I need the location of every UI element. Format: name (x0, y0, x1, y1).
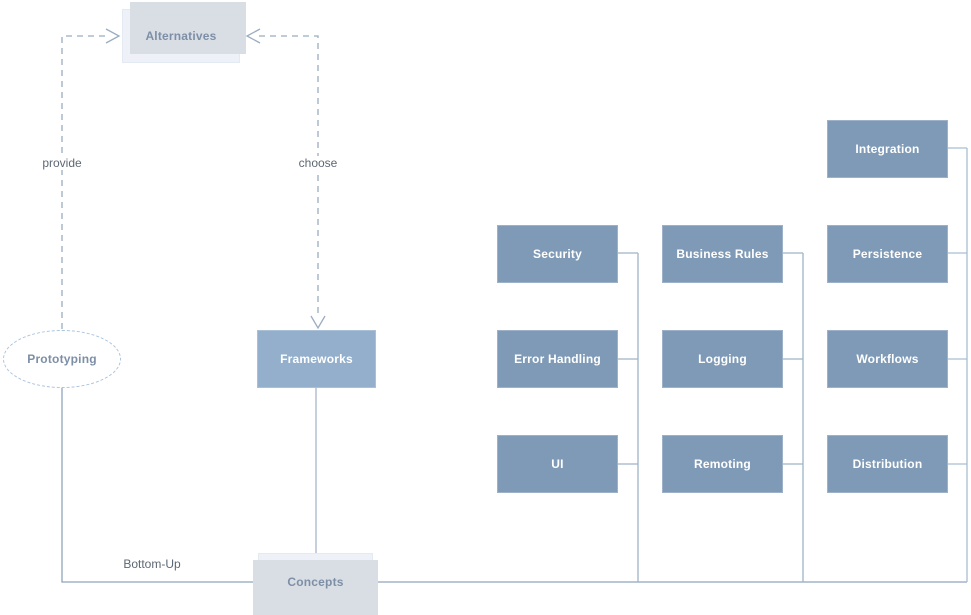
node-prototyping[interactable]: Prototyping (3, 330, 121, 388)
edge-col-security (618, 252, 639, 582)
node-error-handling[interactable]: Error Handling (497, 330, 618, 388)
edge-provide (61, 28, 121, 329)
edge-label-bottom-up: Bottom-Up (123, 557, 181, 571)
edge-col-business-rules (783, 252, 804, 582)
node-label: Prototyping (27, 352, 97, 366)
node-label: Error Handling (514, 352, 601, 366)
arrowhead-down-icon (310, 315, 326, 330)
edge-choose (245, 28, 326, 330)
node-label: Distribution (852, 457, 923, 471)
node-concepts[interactable]: Concepts (253, 553, 378, 615)
node-persistence[interactable]: Persistence (827, 225, 948, 283)
node-distribution[interactable]: Distribution (827, 435, 948, 493)
node-shadow (253, 560, 378, 615)
arrowhead-right-icon (105, 28, 121, 44)
edge-bottom-up (61, 388, 258, 583)
node-label: Persistence (852, 247, 923, 261)
node-ui[interactable]: UI (497, 435, 618, 493)
node-label: Logging (698, 352, 747, 366)
node-label: UI (551, 457, 564, 471)
node-label: Frameworks (280, 352, 353, 366)
node-label: Security (533, 247, 582, 261)
node-remoting[interactable]: Remoting (662, 435, 783, 493)
edge-col-integration (947, 147, 968, 582)
node-security[interactable]: Security (497, 225, 618, 283)
node-shadow (130, 2, 246, 54)
node-label: Business Rules (676, 247, 769, 261)
node-frameworks[interactable]: Frameworks (257, 330, 376, 388)
node-alternatives[interactable]: Alternatives (122, 2, 246, 63)
node-business-rules[interactable]: Business Rules (662, 225, 783, 283)
node-integration[interactable]: Integration (827, 120, 948, 178)
edge-label-choose: choose (294, 156, 342, 170)
arrowhead-left-icon (245, 28, 261, 44)
node-label: Workflows (856, 352, 919, 366)
edge-label-provide: provide (38, 156, 86, 170)
node-logging[interactable]: Logging (662, 330, 783, 388)
node-label: Concepts (287, 575, 344, 589)
node-workflows[interactable]: Workflows (827, 330, 948, 388)
node-label: Alternatives (145, 29, 217, 43)
node-label: Remoting (694, 457, 751, 471)
node-label: Integration (855, 142, 920, 156)
